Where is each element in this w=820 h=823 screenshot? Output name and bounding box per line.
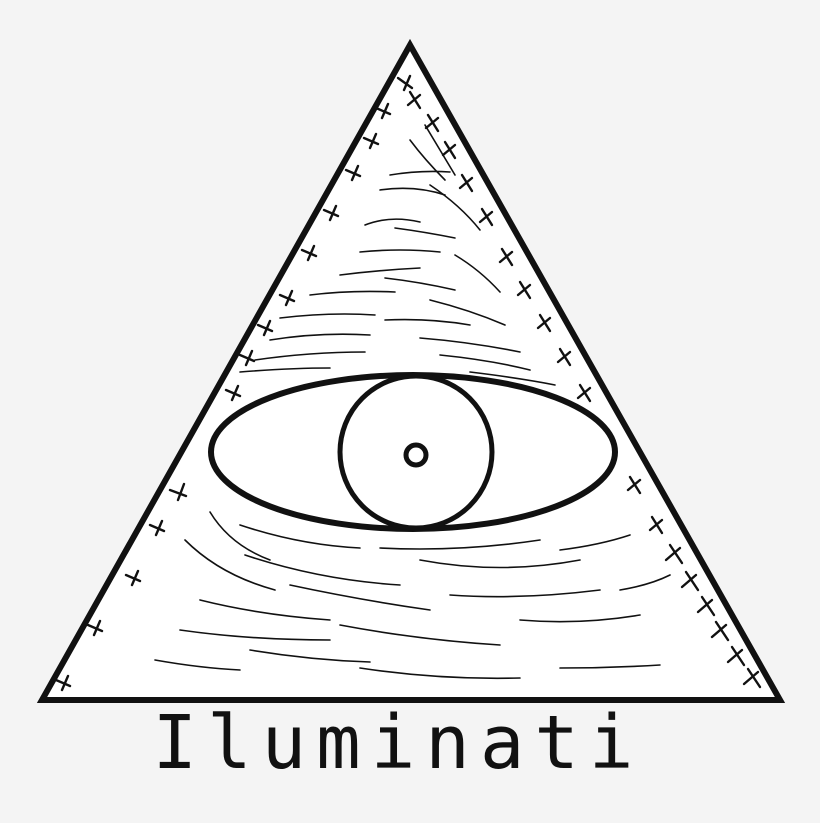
pyramid-stitches bbox=[54, 74, 762, 692]
eye-icon bbox=[208, 372, 618, 532]
eye-pupil bbox=[403, 442, 429, 468]
pyramid-texture bbox=[154, 124, 671, 680]
caption-text: Iluminati bbox=[152, 700, 644, 786]
